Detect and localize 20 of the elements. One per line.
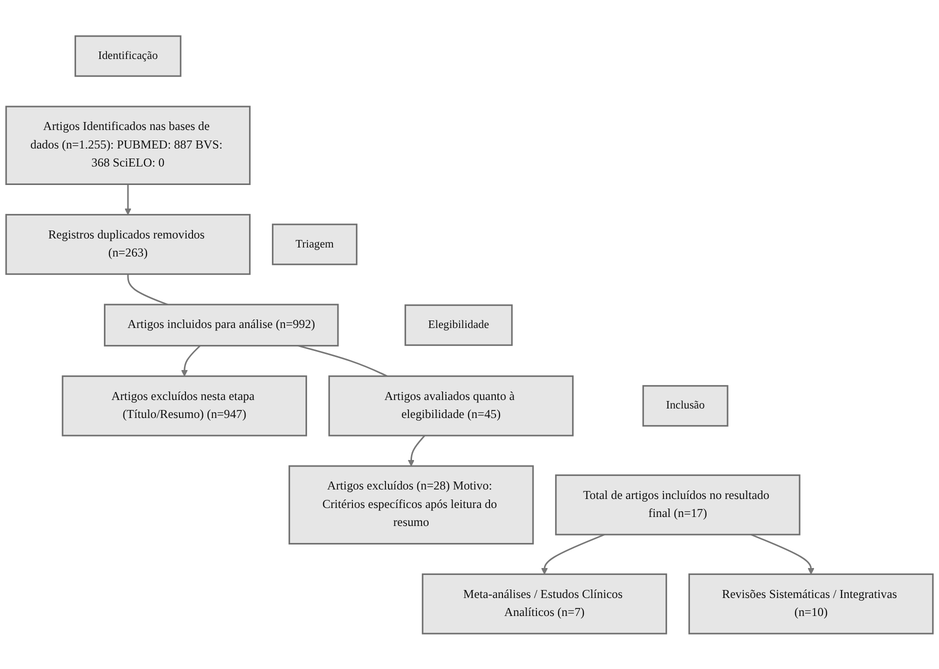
node-box: Artigos Identificados nas bases de dados (n=1.255): PUBMED: 887 BVS: 368 SciELO: 0 (5, 105, 251, 185)
node-box: Total de artigos incluídos no resultado final (n=17) (555, 474, 800, 535)
node-box: Artigos avaliados quanto à elegibilidade (n=45) (328, 375, 574, 436)
node-box: Meta-análises / Estudos Clínicos Analíticos (n=7) (422, 573, 668, 634)
arrow (181, 344, 201, 376)
node-box: Elegibilidade (404, 304, 513, 346)
arrow (750, 534, 814, 574)
node-box: Inclusão (642, 384, 728, 426)
arrow (124, 184, 132, 215)
node-box: Registros duplicados removidos (n=263) (5, 214, 251, 275)
node-box: Artigos incluidos para análise (n=992) (104, 303, 339, 346)
node-box: Triagem (272, 223, 358, 265)
connector (298, 344, 388, 377)
connector (127, 274, 168, 305)
arrow (541, 534, 605, 574)
node-box: Artigos excluídos (n=28) Motivo: Critérios específicos após leitura do resumo (288, 464, 534, 544)
arrow (408, 434, 426, 466)
node-box: Revisões Sistemáticas / Integrativas (n=10) (688, 573, 934, 634)
node-box: Identificação (74, 34, 182, 76)
node-box: Artigos excluídos nesta etapa (Título/Resumo) (n=947) (62, 375, 308, 436)
